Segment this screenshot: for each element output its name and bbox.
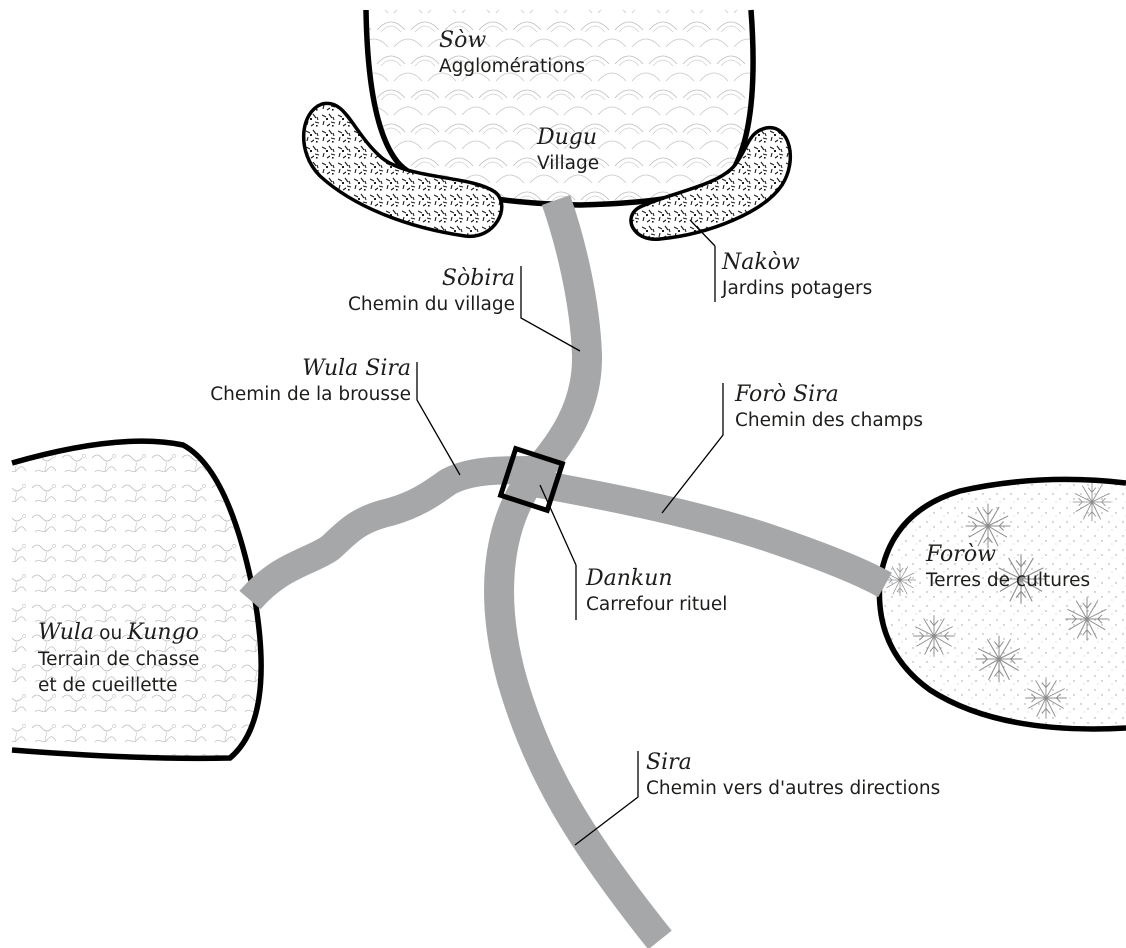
label-wula: Wula ou Kungo Terrain de chasse et de cu… <box>38 620 199 699</box>
term-sira: Sira <box>646 750 692 775</box>
garden-plot-left <box>302 101 504 238</box>
term-sobira: Sòbira <box>441 266 515 291</box>
bush-zone <box>11 438 264 762</box>
connector-ou: ou <box>99 623 123 644</box>
gloss-nakow: Jardins potagers <box>722 278 873 299</box>
path-wula-sira <box>239 456 531 610</box>
term-forow: Foròw <box>926 542 996 567</box>
label-dugu: Dugu Village <box>537 125 599 177</box>
path-sobira <box>518 195 603 490</box>
label-forow: Foròw Terres de cultures <box>926 542 1090 594</box>
gloss-wula-line1: Terrain de chasse <box>38 649 200 670</box>
term-dugu: Dugu <box>537 125 598 150</box>
term-sow: Sòw <box>439 28 487 53</box>
gloss-sira: Chemin vers d'autres directions <box>646 778 941 799</box>
gloss-dugu: Village <box>537 153 600 174</box>
label-sobira: Sòbira Chemin du village <box>348 266 515 318</box>
term-kungo: Kungo <box>127 620 199 645</box>
leader-sira <box>574 751 639 846</box>
label-sow: Sòw Agglomérations <box>439 28 585 80</box>
path-sira <box>484 471 672 948</box>
label-foro-sira: Forò Sira Chemin des champs <box>735 382 923 434</box>
fields-zone <box>876 476 1126 732</box>
term-foro-sira: Forò Sira <box>735 382 839 407</box>
crossroads-marker <box>497 445 566 514</box>
leader-foro-sira <box>661 383 724 514</box>
term-wula-sira: Wula Sira <box>302 356 411 381</box>
leader-sobira <box>520 266 581 352</box>
leader-wula-sira <box>416 362 461 476</box>
leader-lines <box>416 219 724 846</box>
gloss-sow: Agglomérations <box>439 56 586 77</box>
label-nakow: Nakòw Jardins potagers <box>722 250 872 302</box>
gloss-wula-sira: Chemin de la brousse <box>210 384 411 405</box>
leader-nakow <box>689 219 716 302</box>
paths <box>239 195 892 948</box>
leader-dankun <box>539 484 577 620</box>
gloss-forow: Terres de cultures <box>926 570 1091 591</box>
label-sira: Sira Chemin vers d'autres directions <box>646 750 940 802</box>
gloss-wula-line2: et de cueillette <box>38 675 178 696</box>
garden-plot-right <box>629 126 792 241</box>
path-foro-sira <box>531 469 892 598</box>
gloss-foro-sira: Chemin des champs <box>735 410 924 431</box>
label-dankun: Dankun Carrefour rituel <box>586 566 727 618</box>
gloss-dankun: Carrefour rituel <box>586 594 728 615</box>
term-nakow: Nakòw <box>722 250 800 275</box>
gloss-sobira: Chemin du village <box>348 294 515 315</box>
village-zone <box>363 9 756 208</box>
term-dankun: Dankun <box>586 566 673 591</box>
term-wula: Wula <box>38 620 95 645</box>
label-wula-sira: Wula Sira Chemin de la brousse <box>210 356 411 408</box>
